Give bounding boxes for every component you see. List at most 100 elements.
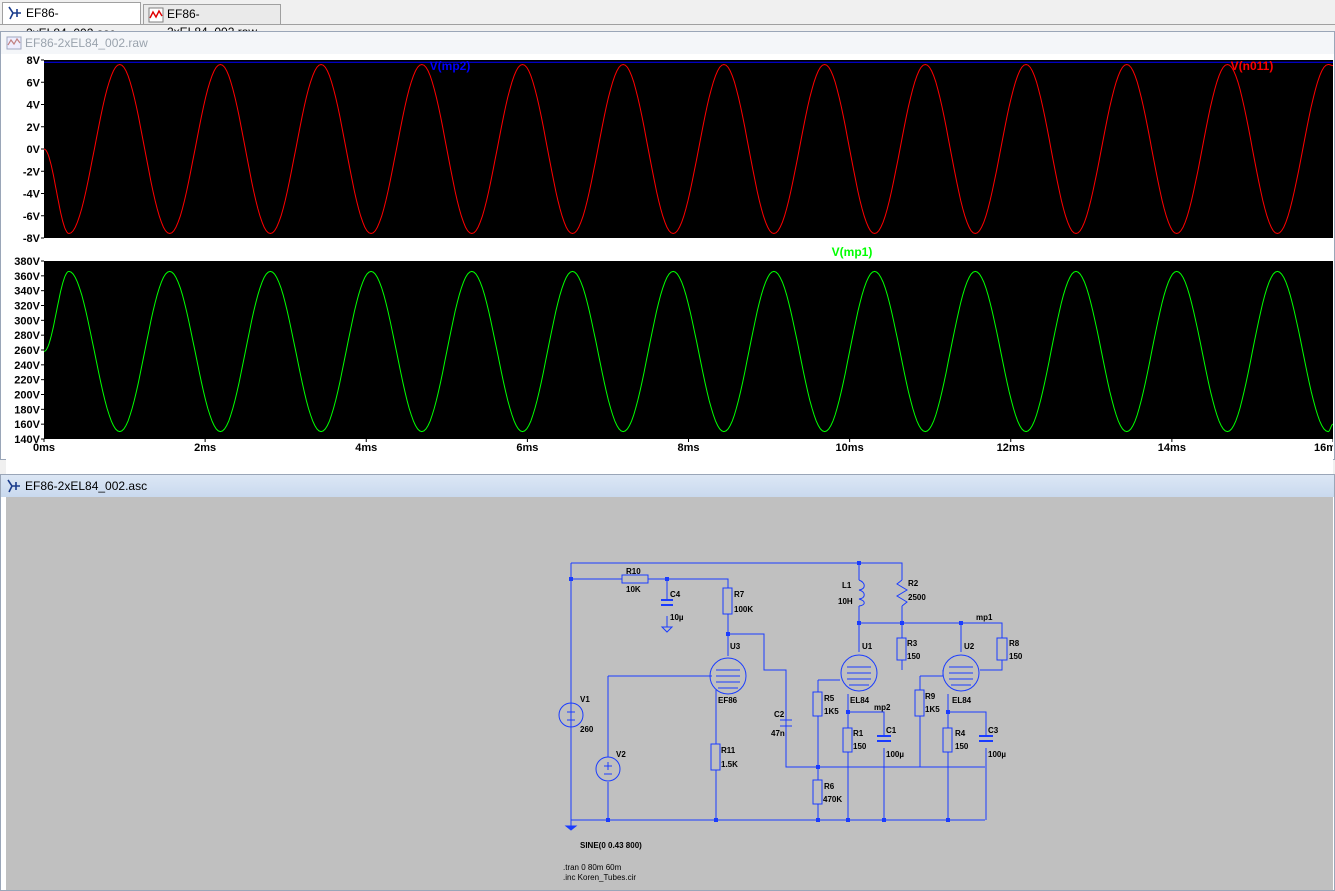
r4-label: R4 bbox=[955, 729, 966, 738]
u3-ef86-tube[interactable] bbox=[709, 657, 747, 695]
x-tick-label: 6ms bbox=[516, 442, 538, 454]
r3-resistor[interactable] bbox=[896, 637, 907, 661]
r7-resistor[interactable] bbox=[722, 587, 733, 615]
l1-inductor[interactable] bbox=[858, 579, 865, 607]
schematic-canvas[interactable]: R10 10K C4 10µ R7 100K U3 EF86 L1 10H R2… bbox=[6, 497, 1333, 890]
u2-el84-tube[interactable] bbox=[942, 654, 980, 692]
r8-resistor[interactable] bbox=[996, 637, 1008, 661]
schematic-icon bbox=[8, 6, 21, 20]
c4-label: C4 bbox=[670, 590, 681, 599]
r9-resistor[interactable] bbox=[914, 689, 925, 717]
y-tick-label: 240V bbox=[14, 360, 40, 372]
waveform-icon bbox=[6, 36, 22, 50]
v1-source[interactable] bbox=[558, 702, 584, 728]
tab-schematic[interactable]: EF86-2xEL84_002.asc bbox=[2, 2, 141, 40]
tab-waveform[interactable]: EF86-2xEL84_002.raw bbox=[143, 4, 281, 39]
c4-capacitor[interactable] bbox=[661, 599, 673, 606]
pane1-background[interactable] bbox=[44, 60, 1333, 238]
c2-capacitor[interactable] bbox=[780, 719, 792, 727]
r1-label: R1 bbox=[853, 729, 864, 738]
y-tick-label: 200V bbox=[14, 390, 40, 402]
x-tick-label: 12ms bbox=[997, 442, 1025, 454]
y-tick-label: -4V bbox=[23, 189, 41, 201]
r2-value: 2500 bbox=[908, 593, 926, 602]
r6-resistor[interactable] bbox=[812, 779, 823, 805]
c2-value: 47n bbox=[771, 729, 785, 738]
c3-value: 100µ bbox=[988, 750, 1006, 759]
v2-label: V2 bbox=[616, 750, 626, 759]
r10-resistor[interactable] bbox=[621, 574, 649, 584]
y-tick-label: 140V bbox=[14, 434, 40, 446]
r8-label: R8 bbox=[1009, 639, 1020, 648]
y-tick-label: 220V bbox=[14, 375, 40, 387]
c1-capacitor[interactable] bbox=[877, 735, 891, 742]
r4-resistor[interactable] bbox=[942, 727, 953, 753]
y-tick-label: 300V bbox=[14, 315, 40, 327]
u2-value: EL84 bbox=[952, 696, 972, 705]
y-tick-label: 380V bbox=[14, 256, 40, 268]
tran-directive: .tran 0 80m 60m bbox=[563, 863, 622, 872]
schematic-titlebar[interactable]: EF86-2xEL84_002.asc bbox=[1, 475, 1334, 497]
schematic-svg: R10 10K C4 10µ R7 100K U3 EF86 L1 10H R2… bbox=[558, 561, 1023, 882]
mp2-label: mp2 bbox=[874, 703, 891, 712]
pane2-background[interactable] bbox=[44, 261, 1333, 439]
x-tick-label: 8ms bbox=[677, 442, 699, 454]
document-tab-bar: EF86-2xEL84_002.asc EF86-2xEL84_002.raw bbox=[0, 0, 1335, 40]
series-trace[interactable] bbox=[43, 63, 1334, 235]
r3-value: 150 bbox=[907, 652, 921, 661]
l1-value: 10H bbox=[838, 597, 853, 606]
u3-value: EF86 bbox=[718, 696, 738, 705]
legend-entry[interactable]: V(mp1) bbox=[832, 245, 873, 259]
c3-capacitor[interactable] bbox=[979, 735, 993, 742]
v2-source[interactable] bbox=[595, 756, 621, 782]
y-tick-label: 280V bbox=[14, 330, 40, 342]
u2-label: U2 bbox=[964, 642, 975, 651]
pane2-traces bbox=[43, 270, 1334, 433]
y-tick-label: 260V bbox=[14, 345, 40, 357]
waveform-icon bbox=[148, 7, 164, 23]
y-tick-label: -8V bbox=[23, 233, 41, 245]
r7-label: R7 bbox=[734, 590, 745, 599]
y-tick-label: 2V bbox=[27, 122, 41, 134]
u1-el84-tube[interactable] bbox=[840, 654, 878, 692]
r2-resistor[interactable] bbox=[896, 579, 908, 607]
legend-entry[interactable]: V(mp2) bbox=[430, 59, 471, 73]
include-directive: .inc Koren_Tubes.cir bbox=[563, 873, 636, 882]
r9-value: 1K5 bbox=[925, 705, 940, 714]
schematic-icon bbox=[7, 479, 20, 493]
u3-label: U3 bbox=[730, 642, 741, 651]
trace-legend: V(mp2) V(n011) V(mp1) bbox=[430, 59, 1274, 259]
x-tick-label: 10ms bbox=[836, 442, 864, 454]
r11-resistor[interactable] bbox=[710, 743, 721, 771]
legend-entry[interactable]: V(n011) bbox=[1231, 59, 1274, 73]
r1-resistor[interactable] bbox=[842, 727, 853, 753]
mp1-label: mp1 bbox=[976, 613, 993, 622]
r9-label: R9 bbox=[925, 692, 936, 701]
y-tick-label: -6V bbox=[23, 211, 41, 223]
r11-label: R11 bbox=[721, 746, 736, 755]
waveform-titlebar[interactable]: EF86-2xEL84_002.raw bbox=[1, 32, 1334, 54]
x-tick-label: 14ms bbox=[1158, 442, 1186, 454]
r11-value: 1.5K bbox=[721, 760, 738, 769]
l1-label: L1 bbox=[842, 581, 852, 590]
x-tick-label: 16m bbox=[1314, 442, 1333, 454]
pane1-traces bbox=[43, 61, 1334, 235]
r6-value: 470K bbox=[823, 795, 842, 804]
c4-value: 10µ bbox=[670, 613, 684, 622]
series-trace[interactable] bbox=[43, 270, 1334, 433]
v1-value: 260 bbox=[580, 725, 594, 734]
r5-label: R5 bbox=[824, 694, 835, 703]
x-tick-label: 0ms bbox=[33, 442, 55, 454]
waveform-window-title: EF86-2xEL84_002.raw bbox=[25, 36, 148, 50]
r5-resistor[interactable] bbox=[812, 691, 823, 717]
y-tick-label: 8V bbox=[27, 56, 41, 67]
u1-value: EL84 bbox=[850, 696, 870, 705]
v1-label: V1 bbox=[580, 695, 590, 704]
c2-label: C2 bbox=[774, 710, 785, 719]
sine-source-spec: SINE(0 0.43 800) bbox=[580, 841, 642, 850]
u1-label: U1 bbox=[862, 642, 873, 651]
